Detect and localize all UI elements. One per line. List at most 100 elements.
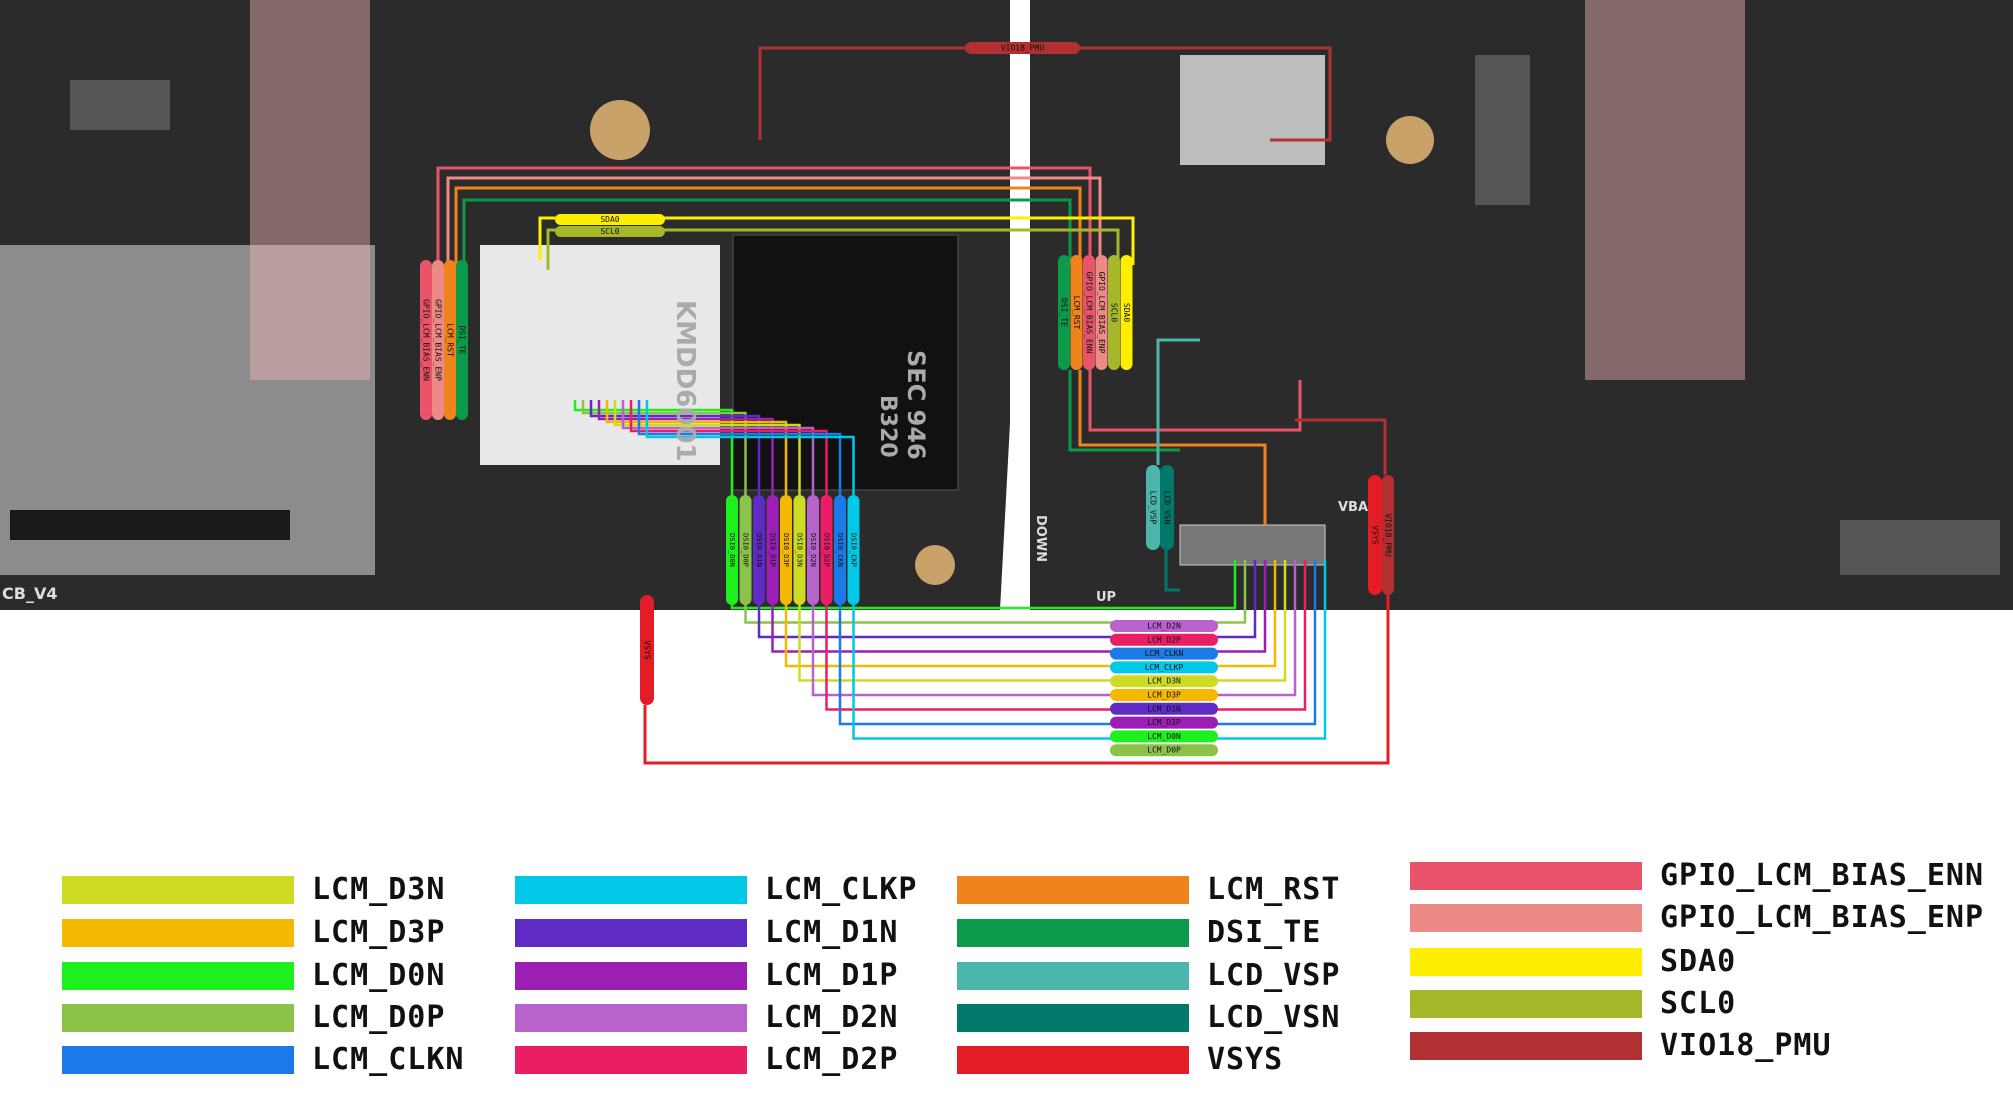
trace-lcm-d0n — [573, 400, 734, 495]
tag-text: SDA0 — [1122, 303, 1131, 322]
tag-text: DSI0_D0N — [728, 533, 736, 567]
trace-sda0 — [538, 216, 1135, 265]
connector-right — [1475, 55, 1530, 205]
screw-hole — [915, 545, 955, 585]
tag-center-stack: LCM_D1P — [1110, 716, 1218, 729]
trace-lcm-d1n — [757, 560, 1257, 639]
trace-lcm-clkp — [645, 400, 855, 495]
tag-vsys-left: VSYS — [640, 595, 654, 705]
board-gap-notch — [1000, 330, 1030, 610]
tag-sda0: SDA0 — [555, 214, 665, 225]
tag-left-vertical: LCM_RST — [444, 260, 456, 420]
trace-vsys — [643, 595, 1390, 765]
trace-lcm-d2n — [621, 400, 815, 495]
left-board-label: CB_V4 — [2, 584, 58, 603]
tag-text: DSI0_D1N — [755, 533, 763, 567]
legend-swatch — [957, 919, 1189, 947]
lcd-connector — [1179, 524, 1326, 566]
legend-label: LCM_D0P — [312, 1000, 446, 1035]
trace-lcm-d2p — [825, 560, 1307, 711]
up-label: UP — [1096, 590, 1117, 605]
tag-center-stack: LCM_CLKP — [1110, 661, 1218, 674]
screw-hole — [590, 100, 650, 160]
trace-scl0 — [546, 228, 1120, 270]
trace-lcm-d2n — [811, 560, 1297, 697]
tag-center-stack: LCM_D1N — [1110, 702, 1218, 715]
legend-swatch — [62, 876, 294, 904]
tag-text: LCM_D2N — [1147, 622, 1181, 631]
tag-dsi-vertical: DSI0_D0N — [726, 495, 738, 605]
trace-lcm-d3p — [605, 400, 788, 495]
tag-center-stack: LCM_D2N — [1110, 620, 1218, 632]
tag-text: LCM_RST — [446, 323, 455, 357]
legend-swatch — [1410, 1032, 1642, 1060]
legend-swatch — [515, 876, 747, 904]
tag-text: DSI0_D3N — [796, 533, 804, 567]
chip-marking-2: SEC 946 — [902, 350, 930, 460]
legend-swatch — [515, 962, 747, 990]
down-label: DOWN — [1033, 515, 1048, 563]
tag-dsi-vertical: DSI0_CKP — [847, 495, 860, 605]
legend-label: LCM_CLKP — [765, 872, 918, 907]
signal-traces — [436, 46, 1390, 765]
trace-lcm-d3p — [784, 560, 1277, 668]
tag-dsi-vertical: DSI0_D3N — [793, 495, 806, 605]
tag-text: VSYS — [643, 640, 652, 659]
tag-dsi-vertical: DSI0_D1N — [753, 495, 765, 605]
tag-text: LCM_D2P — [1147, 635, 1181, 644]
legend-swatch — [957, 962, 1189, 990]
tag-text: SCL0 — [600, 227, 619, 236]
tag-center-stack: LCM_CLKN — [1110, 647, 1218, 660]
trace-lcm-d0p — [581, 400, 747, 495]
tag-text: LCM_D0P — [1147, 746, 1181, 755]
tag-text: LCD_VSN — [1163, 491, 1172, 525]
tag-text: DSI0_D0P — [742, 533, 750, 567]
tag-text: DSI_TE — [458, 326, 467, 355]
legend-label: SCL0 — [1660, 986, 1737, 1021]
legend-label: SDA0 — [1660, 944, 1737, 979]
legend-swatch — [1410, 904, 1642, 932]
legend-label: VSYS — [1207, 1042, 1284, 1077]
tag-text: VIO18_PMU — [1384, 513, 1393, 557]
legend-label: LCM_D1P — [765, 958, 899, 993]
tag-text: LCM_D0N — [1147, 732, 1181, 741]
tag-right-vertical: SCL0 — [1108, 255, 1120, 370]
pmic-pads — [1180, 55, 1325, 165]
tag-text: DSI0_D2N — [809, 533, 817, 567]
trace-lcm-clkn — [637, 400, 842, 495]
tag-text: DSI0_CKN — [836, 533, 844, 567]
legend-swatch — [62, 1046, 294, 1074]
tag-dsi-vertical: DSI0_D1P — [766, 495, 779, 605]
chip-marking-1: KMDD6001 — [670, 300, 700, 462]
tag-text: DSI0_D2P — [823, 533, 831, 567]
trace-lcm-d0n — [730, 560, 1237, 610]
tag-text: LCM_D3N — [1147, 677, 1181, 686]
trace-lcm-clkn — [838, 560, 1317, 726]
legend-swatch — [957, 1004, 1189, 1032]
tag-text: LCM_CLKN — [1145, 649, 1184, 658]
emmc-chip — [732, 234, 959, 491]
legend-label: LCD_VSP — [1207, 958, 1341, 993]
pcb-board-region — [1580, 0, 2013, 610]
tag-text: DSI_TE — [1060, 298, 1069, 327]
tag-right-vertical: GPIO_LCM_BIAS_ENN — [1083, 255, 1095, 370]
tag-right-vertical: GPIO_LCM_BIAS_ENP — [1095, 255, 1108, 370]
tag-dsi-vertical: DSI0_D2P — [820, 495, 833, 605]
legend-swatch — [62, 962, 294, 990]
trace-gpio-lcm-bias-enn — [1088, 370, 1302, 432]
legend-label: DSI_TE — [1207, 915, 1322, 950]
tag-right-vertical: LCM_RST — [1070, 255, 1083, 370]
tag-text: LCM_D3P — [1147, 691, 1181, 700]
trace-lcm-d3n — [798, 560, 1287, 682]
tag-text: LCM_RST — [1072, 296, 1081, 330]
watermark-block — [250, 0, 370, 380]
legend-label: LCM_D3P — [312, 915, 446, 950]
tag-center-stack: LCM_D0P — [1110, 744, 1218, 757]
trace-lcm-d2p — [629, 400, 828, 495]
tag-text: DSI0_D1P — [769, 533, 777, 567]
legend-swatch — [515, 1004, 747, 1032]
legend-swatch — [1410, 990, 1642, 1018]
tag-text: GPIO_LCM_BIAS_ENN — [1085, 272, 1094, 354]
legend-label: LCM_CLKN — [312, 1042, 465, 1077]
